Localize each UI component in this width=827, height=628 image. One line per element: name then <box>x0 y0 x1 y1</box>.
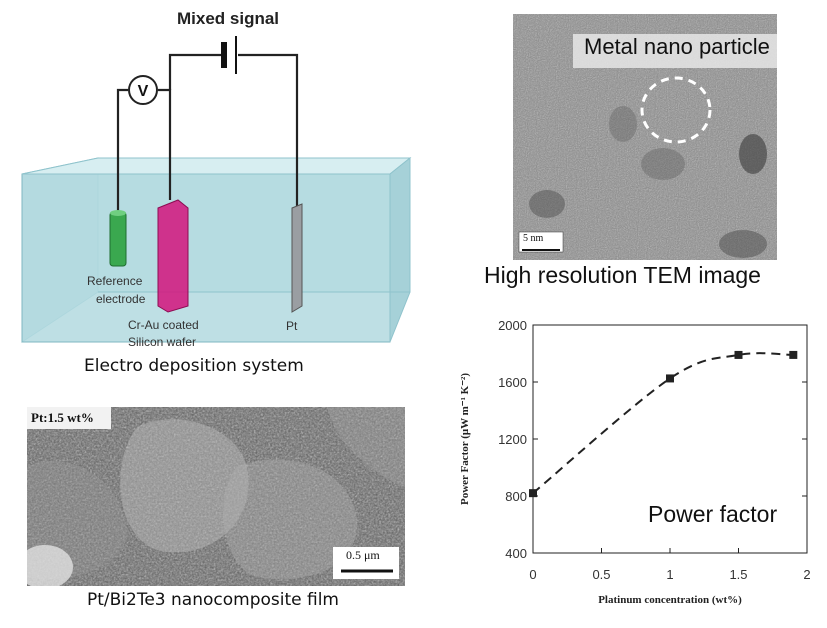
y-tick-label: 800 <box>505 489 527 504</box>
power-factor-chart: 400 800 1200 1600 2000 0 0.5 1 1.5 2 Platinum co… <box>459 318 811 606</box>
reference-electrode-top <box>110 210 126 216</box>
x-tick-label: 1.5 <box>729 567 747 582</box>
particle-highlight-circle <box>640 76 712 144</box>
tem-overlay-label: Metal nano particle <box>584 34 770 59</box>
data-point <box>666 374 674 383</box>
y-tick-label: 1600 <box>498 375 527 390</box>
tem-overlay-background <box>573 34 777 68</box>
y-tick-label: 2000 <box>498 318 527 333</box>
y-tick-label: 400 <box>505 546 527 561</box>
sem-image <box>27 407 405 586</box>
y-axis-label: Power Factor (μW m⁻¹ K⁻²) <box>459 373 471 505</box>
tank-right-face <box>389 156 411 343</box>
pt-wire <box>238 53 299 208</box>
silicon-wafer-electrode <box>157 199 189 313</box>
tem-scale-box <box>518 231 564 253</box>
power-factor-label: Power factor <box>648 501 777 527</box>
x-axis-ticks: 0 0.5 1 1.5 2 <box>529 548 811 582</box>
series-line <box>532 352 794 494</box>
data-point <box>789 350 798 359</box>
y-tick-label: 1200 <box>498 432 527 447</box>
voltmeter-icon <box>128 75 158 105</box>
tank-front-face <box>21 173 391 343</box>
y-axis-ticks: 400 800 1200 1600 2000 <box>498 318 807 561</box>
reference-label-line1: Reference <box>87 274 143 288</box>
crau-label-line1: Cr-Au coated <box>128 318 199 332</box>
tem-image <box>513 14 777 260</box>
wafer-wire <box>168 53 222 90</box>
crau-label-line2: Silicon wafer <box>128 335 196 349</box>
deposition-caption: Electro deposition system <box>84 356 304 376</box>
data-point <box>529 489 537 498</box>
tem-scale-label: 5 nm <box>523 233 544 244</box>
reference-wire <box>116 88 128 214</box>
data-point <box>734 350 743 359</box>
x-tick-label: 2 <box>803 567 810 582</box>
reference-electrode <box>109 211 127 267</box>
x-tick-label: 1 <box>666 567 673 582</box>
sem-scale-label: 0.5 μm <box>346 548 380 562</box>
reference-label-line2: electrode <box>96 292 146 306</box>
pt-label: Pt <box>286 319 298 333</box>
tank-top-rim <box>21 157 412 175</box>
x-tick-label: 0 <box>529 567 536 582</box>
deposition-diagram: V Mixed signal Reference electrode Cr-Au… <box>21 9 412 349</box>
mixed-signal-label: Mixed signal <box>177 9 279 28</box>
sem-scale-box <box>333 547 399 579</box>
sem-tag: Pt:1.5 wt% <box>31 410 94 425</box>
sem-tag-background <box>27 407 111 429</box>
pt-electrode <box>291 203 303 313</box>
voltmeter-label: V <box>138 83 149 100</box>
x-axis-label: Platinum concentration (wt%) <box>598 594 742 606</box>
sem-caption: Pt/Bi2Te3 nanocomposite film <box>87 590 339 610</box>
tem-caption: High resolution TEM image <box>484 262 761 288</box>
x-tick-label: 0.5 <box>592 567 610 582</box>
series-points <box>529 350 798 498</box>
